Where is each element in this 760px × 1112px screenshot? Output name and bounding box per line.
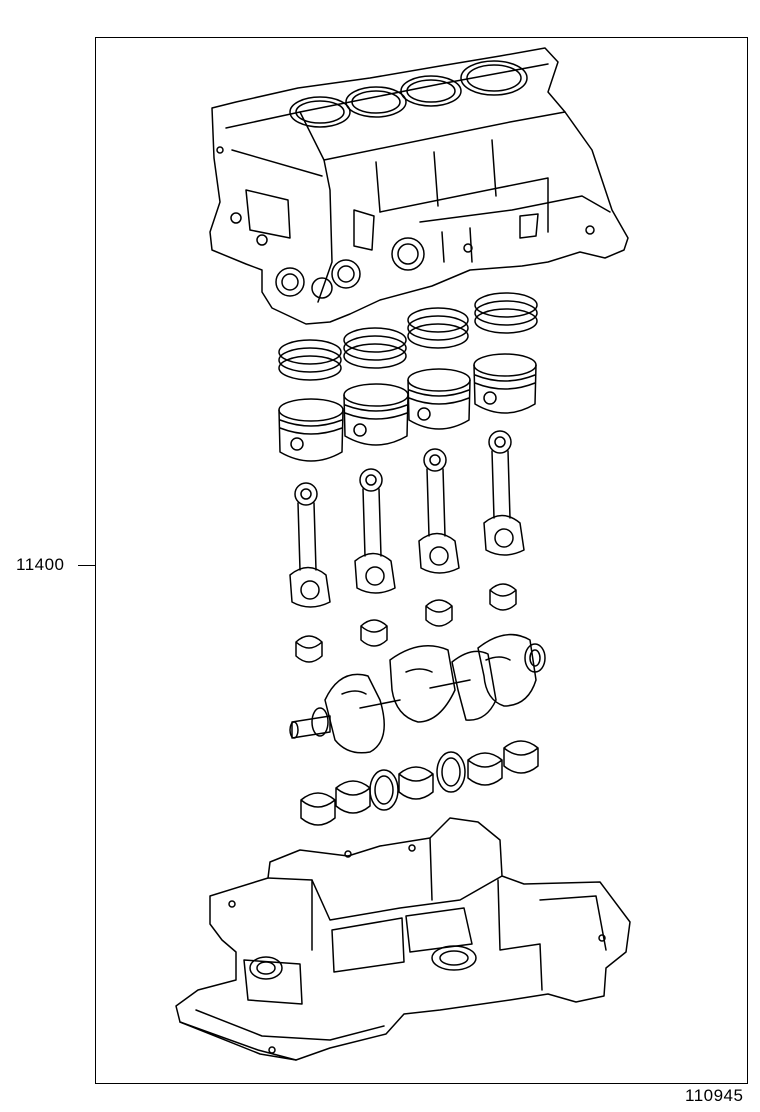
part-number-callout[interactable]: 11400	[16, 555, 65, 574]
callout-leader-line	[78, 565, 95, 566]
piston[interactable]	[279, 354, 536, 461]
figure-id: 110945	[685, 1086, 744, 1105]
piston-ring-set[interactable]	[279, 293, 537, 380]
connecting-rod[interactable]	[290, 431, 524, 607]
crankshaft-bearing[interactable]	[301, 741, 538, 825]
cylinder-block[interactable]	[210, 48, 628, 324]
connecting-rod-bearing[interactable]	[296, 584, 516, 662]
crankshaft[interactable]	[290, 635, 545, 753]
lower-crankcase[interactable]	[176, 818, 630, 1060]
diagram-frame	[95, 37, 748, 1084]
thrust-washer[interactable]	[370, 752, 465, 810]
